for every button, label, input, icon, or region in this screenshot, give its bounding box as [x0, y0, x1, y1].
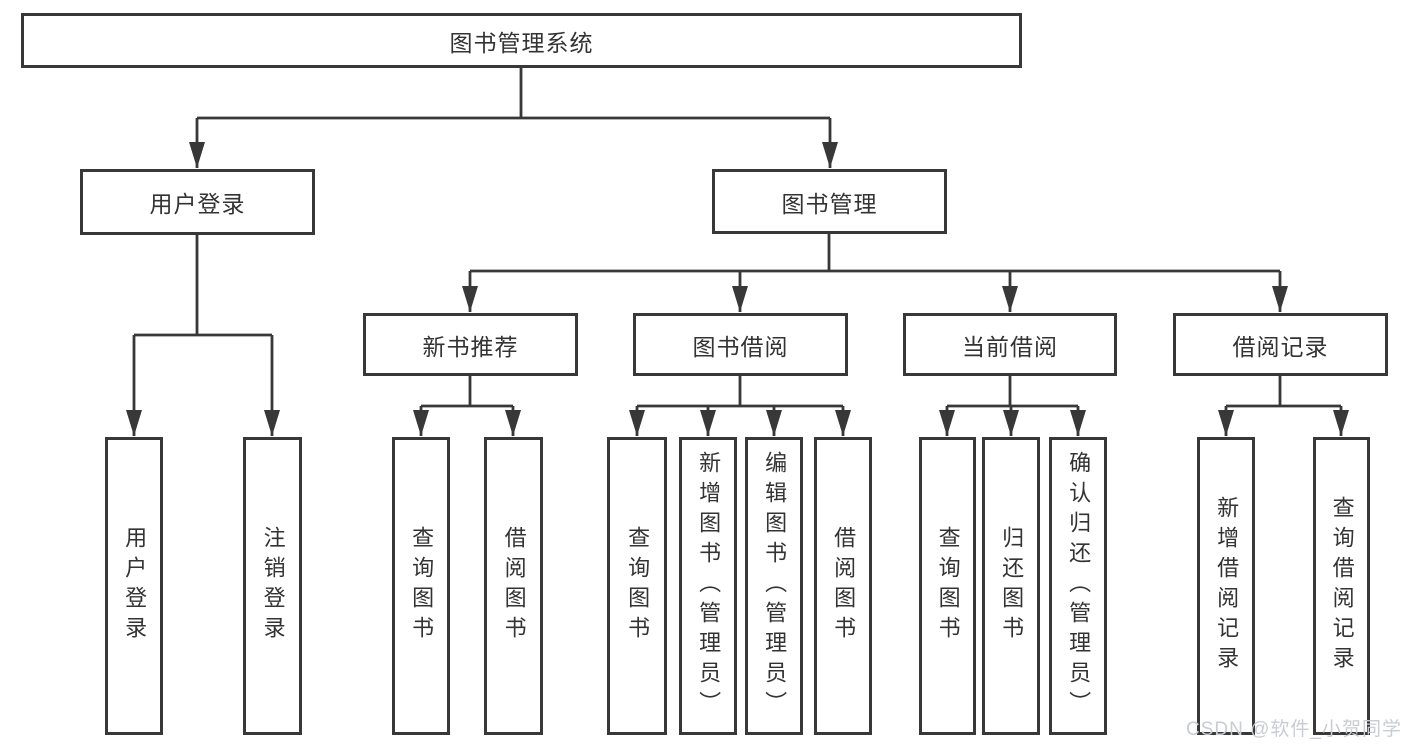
leaf-label: 注销登录: [260, 526, 286, 646]
leaf-borrow-books-recommend: 借阅图书: [484, 437, 543, 735]
leaf-return-books: 归还图书: [982, 437, 1040, 735]
leaf-label: 确认归还（管理员）: [1066, 451, 1092, 721]
node-borrow-records: 借阅记录: [1173, 313, 1388, 376]
leaf-label: 查询图书: [409, 526, 435, 646]
leaf-label: 归还图书: [999, 526, 1025, 646]
leaf-label: 查询图书: [935, 526, 961, 646]
leaf-label: 查询图书: [625, 526, 651, 646]
leaf-add-borrow-record: 新增借阅记录: [1197, 437, 1255, 735]
leaf-user-login: 用户登录: [105, 437, 163, 735]
leaf-label: 用户登录: [122, 526, 148, 646]
node-current-borrow: 当前借阅: [903, 313, 1117, 376]
leaf-add-books-admin: 新增图书（管理员）: [679, 437, 737, 735]
node-new-book-recommend: 新书推荐: [363, 313, 578, 376]
leaf-query-books-borrow: 查询图书: [607, 437, 667, 735]
leaf-edit-books-admin: 编辑图书（管理员）: [745, 437, 803, 735]
leaf-label: 查询借阅记录: [1329, 496, 1355, 676]
leaf-query-borrow-record: 查询借阅记录: [1313, 437, 1370, 735]
leaf-borrow-books: 借阅图书: [814, 437, 872, 735]
leaf-logout: 注销登录: [243, 437, 302, 735]
connector-trunk-lines: [134, 68, 1341, 408]
node-book-management: 图书管理: [712, 169, 947, 234]
node-user-login: 用户登录: [80, 169, 315, 235]
leaf-label: 编辑图书（管理员）: [762, 451, 788, 721]
watermark: CSDN @软件_小贺同学: [1186, 719, 1402, 740]
leaf-query-books-recommend: 查询图书: [392, 437, 450, 735]
leaf-label: 新增图书（管理员）: [696, 451, 722, 721]
leaf-confirm-return-admin: 确认归还（管理员）: [1049, 437, 1107, 735]
leaf-query-books-current: 查询图书: [919, 437, 976, 735]
leaf-label: 新增借阅记录: [1214, 496, 1240, 676]
node-book-borrow: 图书借阅: [633, 313, 848, 376]
node-root-title: 图书管理系统: [21, 13, 1022, 68]
leaf-label: 借阅图书: [501, 526, 527, 646]
leaf-label: 借阅图书: [831, 526, 857, 646]
